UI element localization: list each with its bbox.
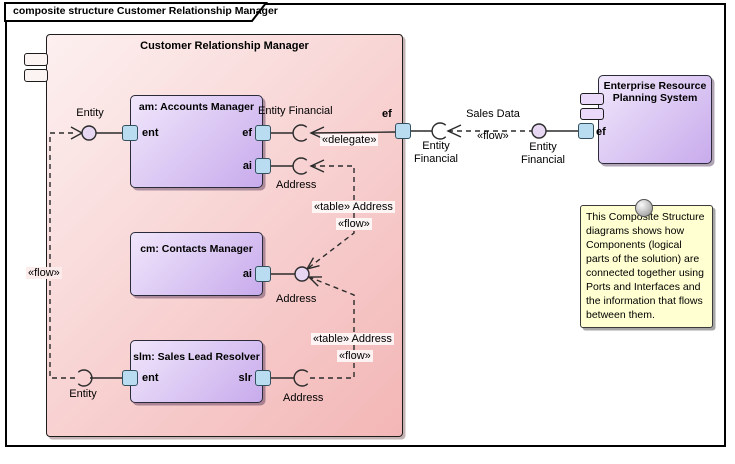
label-flow-left: «flow» [26, 267, 62, 279]
label-flow-upper: «flow» [336, 218, 372, 230]
diagram-frame [5, 3, 726, 447]
port-slm-slr[interactable] [255, 370, 271, 386]
label-entity-financial-boundary: Entity Financial [413, 140, 459, 165]
label-flow-right: «flow» [477, 130, 509, 142]
crm-title: Customer Relationship Manager [140, 40, 309, 52]
accounts-manager-title: am: Accounts Manager [138, 101, 255, 113]
component-icon [580, 93, 604, 105]
component-icon [24, 53, 48, 66]
sales-lead-resolver-title: slm: Sales Lead Resolver [133, 351, 260, 363]
label-entity-financial-erp: Entity Financial [520, 141, 566, 166]
port-label-slm-slr: slr [238, 372, 252, 384]
port-am-ai[interactable] [255, 158, 271, 174]
component-icon [24, 69, 48, 82]
label-table-address-lower: «table» Address [311, 333, 394, 345]
port-label-cm-ai: ai [242, 268, 252, 280]
component-erp-system[interactable] [598, 75, 712, 164]
port-cm-ai[interactable] [255, 266, 271, 282]
frame-tab-label: composite structure Customer Relationshi… [13, 5, 278, 17]
note-pin-icon [635, 199, 653, 217]
port-erp-ef[interactable] [578, 123, 594, 139]
component-contacts-manager[interactable] [130, 232, 263, 296]
label-address-am: Address [276, 179, 317, 191]
contacts-manager-title: cm: Contacts Manager [140, 243, 253, 255]
port-crm-ef[interactable] [395, 123, 411, 139]
label-entity-bottom: Entity [69, 388, 97, 400]
port-label-erp-ef: ef [596, 126, 606, 138]
port-am-ent[interactable] [122, 125, 138, 141]
note[interactable]: This Composite Structure diagrams shows … [580, 205, 713, 328]
port-label-am-ai: ai [242, 160, 252, 172]
label-delegate: «delegate» [320, 134, 379, 146]
port-slm-ent[interactable] [122, 370, 138, 386]
label-flow-lower: «flow» [337, 350, 373, 362]
note-text: This Composite Structure diagrams shows … [586, 211, 705, 321]
port-label-am-ent: ent [142, 127, 159, 139]
component-icon [580, 108, 604, 120]
port-label-slm-ent: ent [142, 372, 159, 384]
port-am-ef[interactable] [255, 125, 271, 141]
port-label-am-ef: ef [242, 127, 252, 139]
label-address-cm: Address [276, 293, 317, 305]
label-entity-top: Entity [76, 107, 104, 119]
component-accounts-manager[interactable] [130, 95, 263, 188]
label-sales-data: Sales Data [466, 108, 520, 120]
port-label-crm-ef: ef [382, 108, 392, 120]
label-entity-financial-am: Entity Financial [258, 105, 333, 117]
erp-title: Enterprise Resource Planning System [603, 80, 707, 104]
label-table-address-upper: «table» Address [312, 201, 395, 213]
label-address-slm: Address [283, 392, 324, 404]
